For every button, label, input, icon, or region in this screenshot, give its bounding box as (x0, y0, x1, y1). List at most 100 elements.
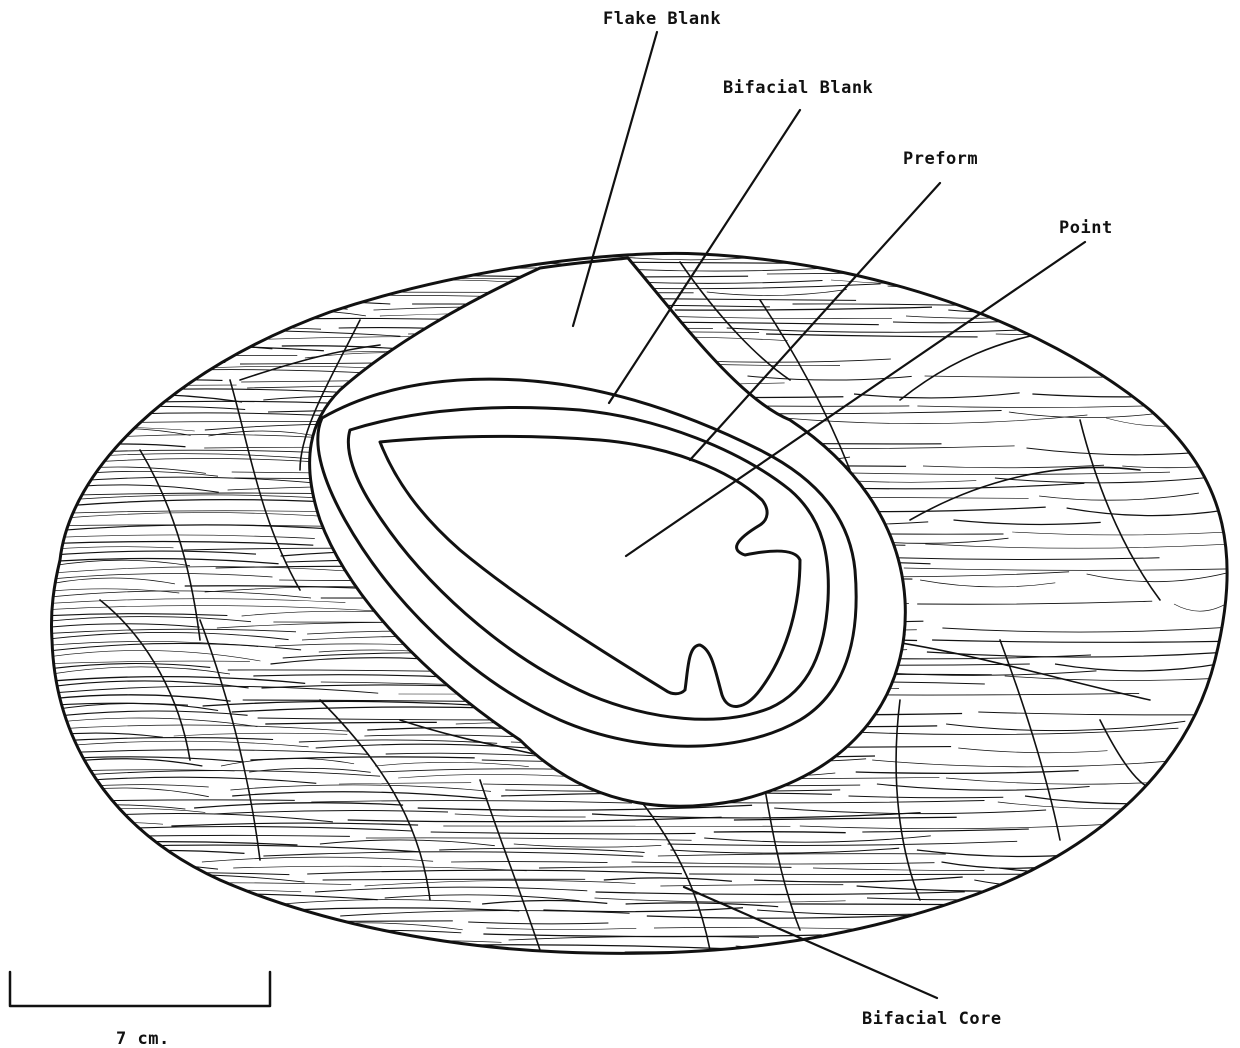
hatch-stroke (40, 893, 378, 899)
hatch-stroke (189, 921, 453, 922)
hatch-stroke (40, 285, 183, 292)
hatch-stroke (40, 942, 374, 946)
hatch-stroke (714, 832, 846, 833)
hatch-stroke (400, 945, 725, 949)
hatch-stroke (40, 629, 296, 634)
hatch-stroke (40, 444, 186, 448)
hatch-stroke (40, 614, 227, 616)
hatch-stroke (40, 695, 231, 701)
hatch-stroke (925, 376, 1209, 378)
hatch-stroke (40, 560, 190, 568)
hatch-stroke (539, 867, 792, 868)
hatch-stroke (854, 393, 1020, 398)
hatch-stroke (1009, 412, 1162, 418)
hatch-stroke (1035, 910, 1230, 917)
hatch-stroke (1039, 493, 1199, 500)
hatch-stroke (40, 759, 202, 766)
hatch-stroke (344, 956, 649, 959)
hatch-stroke (40, 299, 390, 304)
hatch-stroke (386, 753, 539, 756)
hatch-stroke (946, 721, 1185, 730)
hatch-stroke (263, 852, 643, 857)
hatch-stroke (932, 640, 1230, 642)
hatch-stroke (40, 258, 200, 262)
hatch-stroke (862, 829, 1029, 832)
hatch-stroke (40, 872, 289, 874)
hatch-stroke (221, 758, 354, 766)
hatch-stroke (40, 355, 297, 358)
hatch-stroke (40, 574, 273, 580)
hatch-stroke (1088, 310, 1230, 315)
hatch-stroke (455, 814, 586, 817)
hatch-stroke (514, 844, 662, 847)
hatch-stroke (230, 785, 491, 792)
hatch-stroke (1046, 304, 1230, 311)
hatch-stroke (40, 454, 322, 460)
hatch-stroke (40, 401, 339, 406)
hatch-stroke (431, 832, 696, 834)
hatch-stroke (995, 475, 1230, 483)
hatch-stroke (1087, 572, 1230, 581)
hatch-stroke (315, 887, 587, 892)
hatch-stroke (946, 777, 1230, 785)
hatch-stroke (307, 870, 682, 874)
hatch-stroke (40, 567, 372, 574)
hatch-stroke (917, 849, 1136, 857)
hatch-stroke (40, 945, 324, 952)
hatch-stroke (333, 949, 455, 953)
hatch-stroke (40, 733, 163, 737)
hatch-stroke (808, 250, 1103, 251)
hatch-stroke (40, 805, 185, 809)
preform-label: Preform (903, 149, 978, 169)
hatch-stroke (40, 916, 165, 922)
hatch-stroke (40, 310, 206, 316)
hatch-stroke (906, 313, 1084, 318)
hatch-stroke (917, 403, 1216, 407)
hatch-stroke (980, 891, 1230, 894)
flake-blank-label: Flake Blank (603, 9, 721, 29)
hatch-stroke (40, 711, 248, 718)
hatch-stroke (954, 520, 1101, 524)
hatch-stroke (920, 580, 1055, 587)
hatch-stroke (663, 957, 928, 959)
hatch-stroke (40, 277, 338, 280)
hatch-stroke (632, 862, 935, 864)
hatch-stroke (40, 951, 330, 958)
hatch-stroke (282, 900, 471, 904)
hatch-stroke (40, 343, 272, 349)
hatch-stroke (626, 903, 779, 907)
hatch-stroke (942, 861, 1094, 869)
hatch-stroke (40, 421, 333, 424)
hatch-stroke (224, 310, 366, 316)
hatch-stroke (925, 544, 1230, 548)
hatch-stroke (40, 677, 305, 684)
hatch-stroke (40, 814, 333, 822)
hatch-stroke (767, 273, 1031, 274)
hatch-stroke (468, 922, 608, 924)
hatch-stroke (595, 898, 846, 902)
hatch-stroke (174, 733, 348, 736)
hatch-stroke (474, 248, 797, 251)
hatch-stroke (1174, 602, 1230, 612)
hatch-stroke (40, 822, 163, 826)
hatch-stroke (736, 946, 1097, 952)
hatch-stroke (40, 365, 160, 372)
hatch-stroke (40, 293, 168, 298)
hatch-stroke (1185, 727, 1230, 737)
hatch-stroke (40, 936, 372, 940)
hatch-stroke (339, 783, 471, 784)
hatch-stroke (40, 326, 321, 329)
hatch-stroke (429, 254, 598, 256)
hatch-stroke (40, 591, 311, 598)
hatch-stroke (40, 427, 195, 431)
hatch-stroke (872, 759, 1189, 766)
hatch-stroke (924, 926, 1098, 934)
hatch-stroke (40, 406, 245, 412)
hatch-stroke (790, 904, 1062, 905)
hatch-stroke (509, 936, 759, 940)
hatch-stroke (208, 258, 569, 264)
hatch-stroke (40, 681, 249, 688)
hatch-stroke (323, 879, 586, 880)
hatch-stroke (604, 878, 732, 881)
